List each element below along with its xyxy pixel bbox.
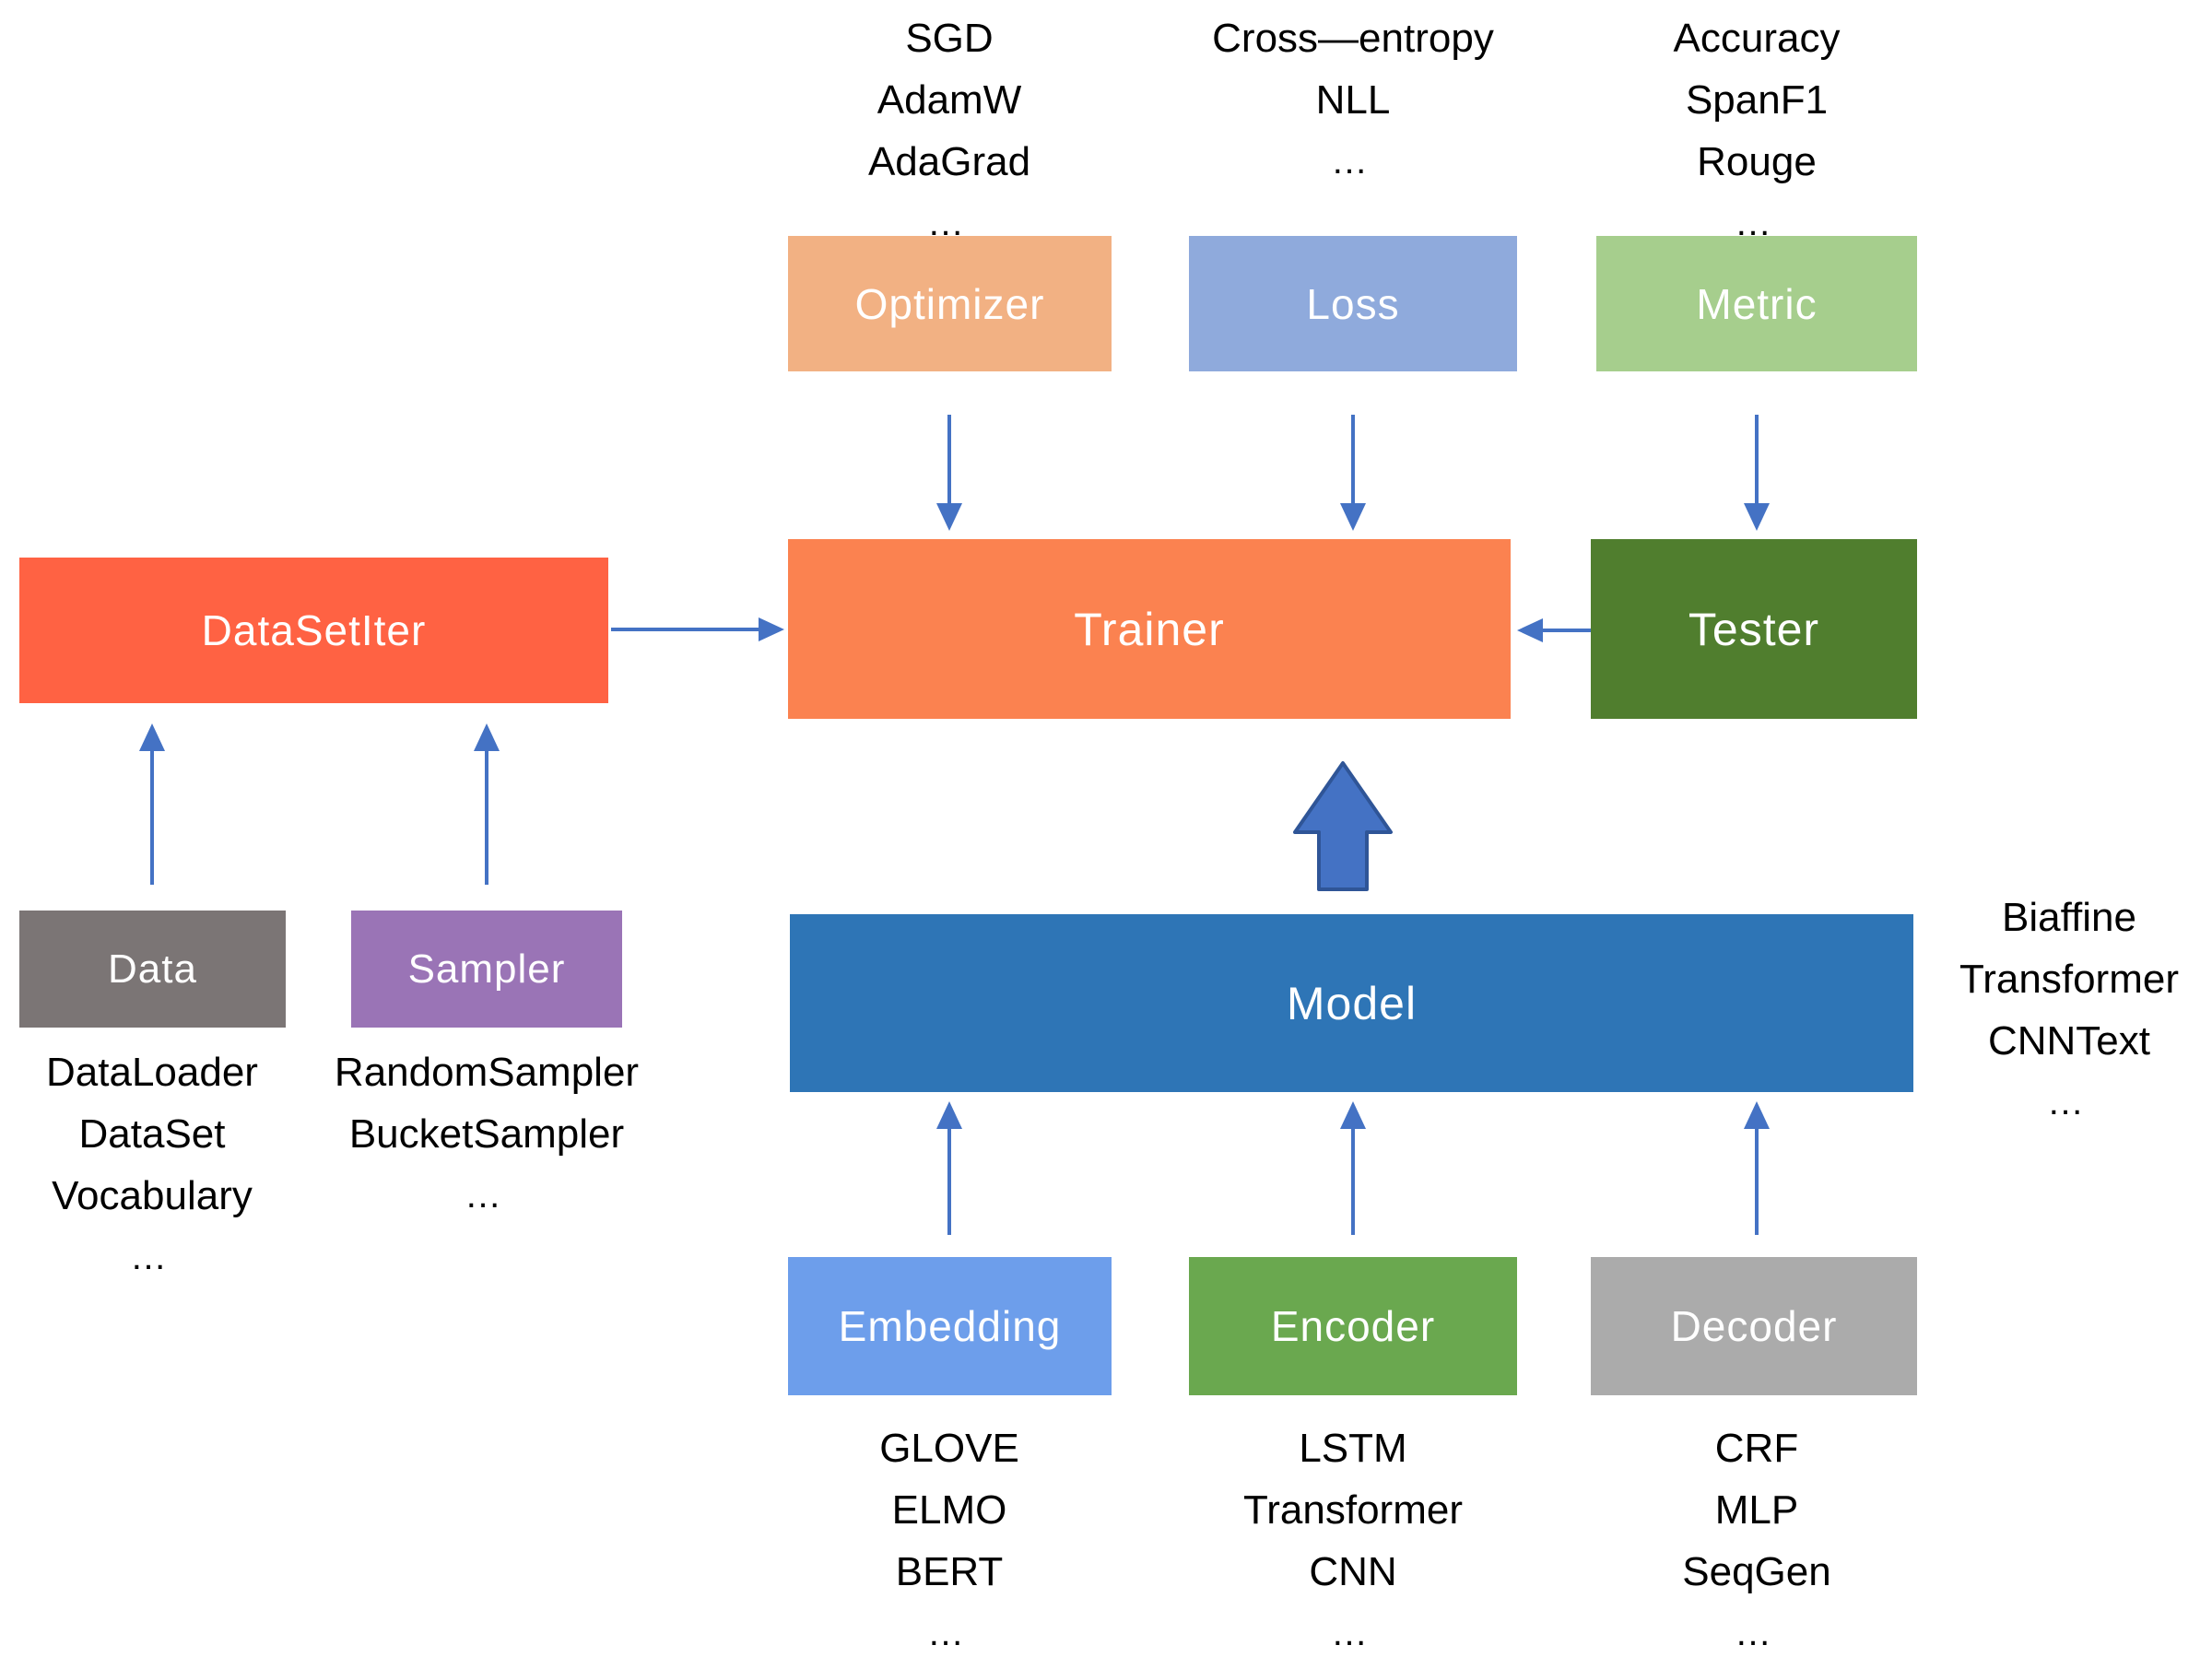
block-arrow-shape [1293,761,1393,891]
model-label: Model [1286,977,1418,1029]
decoder-label: Decoder [1670,1302,1838,1350]
list-item: SeqGen [1682,1549,1831,1594]
trainer-box: Trainer [788,539,1511,719]
list-item: DataLoader [46,1050,258,1095]
list-item: GLOVE [879,1426,1019,1471]
list-item: RandomSampler [334,1050,640,1095]
embedding-item-list: GLOVE ELMO BERT … [765,1417,1134,1657]
metric-box: Metric [1596,236,1917,371]
decoder-box: Decoder [1591,1257,1917,1395]
list-item: NLL [1315,77,1391,123]
list-item: SpanF1 [1685,77,1829,123]
loss-item-list: Cross—entropy NLL … [1169,7,1537,193]
datasetiter-box: DataSetIter [19,558,608,703]
metric-item-list: Accuracy SpanF1 Rouge … [1572,7,1941,254]
sampler-box: Sampler [351,911,622,1028]
trainer-label: Trainer [1074,603,1225,655]
list-item: Accuracy [1673,16,1841,61]
loss-label: Loss [1306,279,1400,328]
ellipsis: … [2047,1082,2091,1122]
datasetiter-label: DataSetIter [201,606,427,654]
tester-label: Tester [1688,603,1820,655]
encoder-item-list: LSTM Transformer CNN … [1169,1417,1537,1657]
embedding-box: Embedding [788,1257,1112,1395]
model-box: Model [790,914,1913,1092]
list-item: Cross—entropy [1212,16,1494,61]
ellipsis: … [465,1175,509,1216]
block-arrow-model-to-trainer [1293,761,1393,891]
list-item: BERT [895,1549,1004,1594]
list-item: DataSet [78,1111,226,1157]
model-item-list: Biaffine Transformer CNNText … [1917,887,2212,1134]
optimizer-label: Optimizer [854,279,1045,328]
ellipsis: … [1331,141,1375,182]
list-item: Rouge [1697,139,1817,184]
encoder-label: Encoder [1270,1302,1436,1350]
list-item: AdamW [877,77,1022,123]
ellipsis: … [130,1237,174,1277]
list-item: Transformer [1243,1487,1463,1533]
list-item: MLP [1714,1487,1799,1533]
list-item: BucketSampler [348,1111,625,1157]
list-item: SGD [905,16,994,61]
list-item: Vocabulary [52,1173,253,1218]
decoder-item-list: CRF MLP SeqGen … [1572,1417,1941,1657]
list-item: AdaGrad [867,139,1031,184]
list-item: CNNText [1987,1018,2151,1064]
list-item: CNN [1309,1549,1397,1594]
list-item: Transformer [1959,957,2179,1002]
ellipsis: … [1735,1613,1779,1653]
data-label: Data [108,946,197,992]
ellipsis: … [1331,1613,1375,1653]
sampler-label: Sampler [407,946,566,992]
embedding-label: Embedding [838,1302,1062,1350]
data-box: Data [19,911,286,1028]
optimizer-box: Optimizer [788,236,1112,371]
list-item: Biaffine [2002,895,2136,940]
tester-box: Tester [1591,539,1917,719]
ellipsis: … [927,1613,971,1653]
sampler-item-list: RandomSampler BucketSampler … [312,1041,662,1227]
list-item: CRF [1714,1426,1799,1471]
metric-label: Metric [1696,279,1818,328]
data-item-list: DataLoader DataSet Vocabulary … [0,1041,304,1288]
optimizer-item-list: SGD AdamW AdaGrad … [765,7,1134,254]
encoder-box: Encoder [1189,1257,1517,1395]
loss-box: Loss [1189,236,1517,371]
list-item: ELMO [891,1487,1007,1533]
list-item: LSTM [1299,1426,1407,1471]
